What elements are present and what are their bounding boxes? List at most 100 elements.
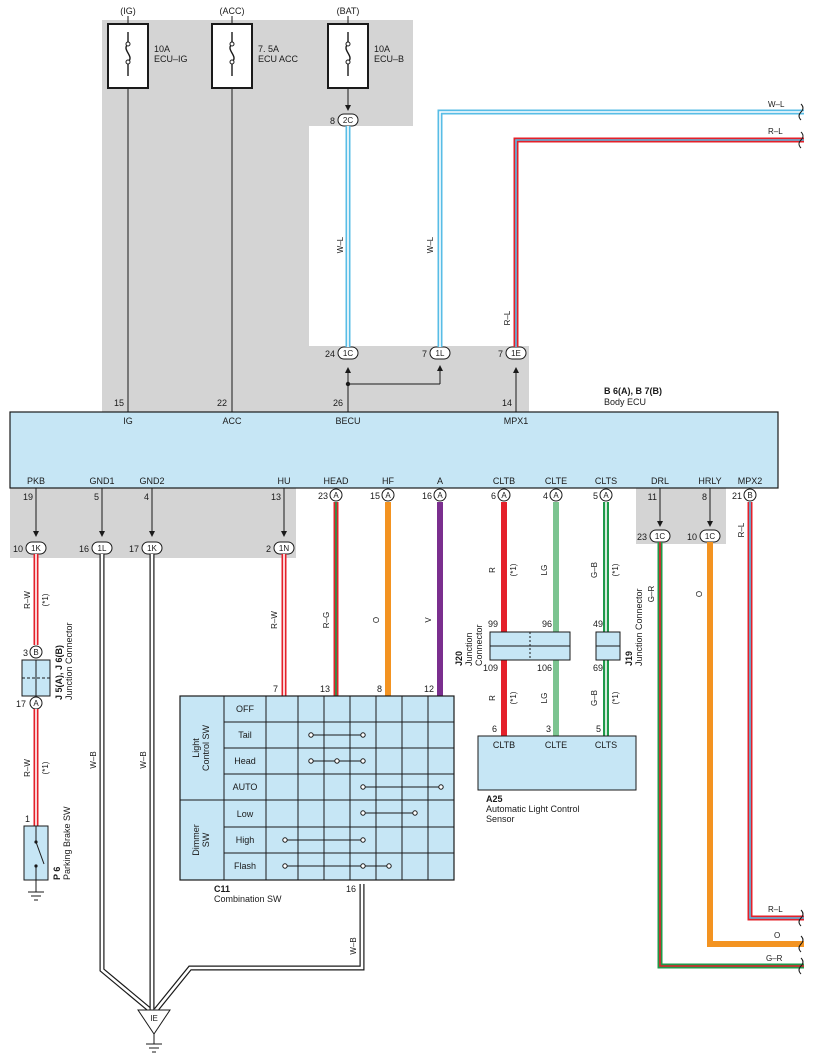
- junction-pin-1k-b: 17 1K: [129, 541, 163, 555]
- svg-text:O: O: [372, 617, 381, 623]
- ecu-pin-label: CLTS: [595, 476, 617, 486]
- wire-o-hf: O: [372, 502, 391, 696]
- ecu-pin-connector-letter: A: [437, 491, 443, 500]
- ecu-pin-connector: [433, 488, 447, 502]
- svg-text:W–B: W–B: [349, 937, 358, 954]
- ecu-pin-number: 21: [732, 491, 742, 501]
- wire-r-l-1e: R–L R–L: [503, 127, 804, 347]
- ecu-pin-connector-letter: B: [747, 491, 752, 500]
- svg-text:CLTS: CLTS: [595, 740, 617, 750]
- ecu-pin-number: 16: [422, 491, 432, 501]
- svg-text:69: 69: [593, 663, 603, 673]
- svg-text:R–L: R–L: [737, 522, 746, 537]
- svg-text:7: 7: [422, 349, 427, 359]
- svg-text:J20: J20: [454, 651, 464, 666]
- svg-text:1C: 1C: [343, 349, 353, 358]
- svg-text:10: 10: [687, 532, 697, 542]
- fuse-rating: 10A: [374, 44, 390, 54]
- j20-junction-connector: 99 96 109 106 J20 Junction Connector: [454, 619, 571, 673]
- svg-text:Connector: Connector: [474, 624, 484, 666]
- svg-text:J 5(A), J 6(B): J 5(A), J 6(B): [54, 645, 64, 700]
- ecu-pin-label: GND2: [139, 476, 164, 486]
- j19-junction-connector: 49 69 J19 Junction Connector: [593, 588, 644, 673]
- svg-text:Dimmer: Dimmer: [191, 824, 201, 856]
- svg-text:26: 26: [333, 398, 343, 408]
- fuse-name: ECU–IG: [154, 54, 188, 64]
- svg-text:1N: 1N: [279, 544, 289, 553]
- svg-text:3: 3: [546, 724, 551, 734]
- ecu-pin-label: DRL: [651, 476, 669, 486]
- svg-text:Junction Connector: Junction Connector: [634, 588, 644, 666]
- svg-text:15: 15: [114, 398, 124, 408]
- wire-r-cltb: R (*1) R (*1): [488, 502, 518, 736]
- svg-text:G–R: G–R: [766, 954, 783, 963]
- body-ecu-name: Body ECU: [604, 397, 646, 407]
- ecu-pin-label: CLTE: [545, 476, 567, 486]
- svg-text:13: 13: [320, 684, 330, 694]
- ecu-pin-number: 8: [702, 492, 707, 502]
- ecu-pin-label: HU: [278, 476, 291, 486]
- svg-text:8: 8: [377, 684, 382, 694]
- fuse-supply-label: (ACC): [220, 6, 245, 16]
- fuse-name: ECU ACC: [258, 54, 299, 64]
- svg-text:CLTE: CLTE: [545, 740, 567, 750]
- body-ecu-bottom-pins: PKB19GND15GND24HU13HEADA23HFA15AA16CLTBA…: [23, 476, 762, 502]
- svg-text:49: 49: [593, 619, 603, 629]
- svg-text:1: 1: [25, 814, 30, 824]
- svg-text:C11: C11: [214, 884, 230, 894]
- svg-text:B: B: [33, 648, 38, 657]
- junction-pin-1l-top: 7 1L: [422, 346, 451, 360]
- fuse-ecu-b: (BAT) 10A ECU–B: [327, 6, 404, 89]
- svg-text:V: V: [424, 617, 433, 623]
- svg-text:LG: LG: [540, 565, 549, 576]
- ecu-pin-connector: [381, 488, 395, 502]
- wire-o-hrly: O O: [695, 542, 804, 953]
- svg-text:(*1): (*1): [509, 563, 518, 576]
- junction-pin-1e: 7 1E: [498, 346, 527, 360]
- wire-g-b-clts: G–B (*1) G–B (*1): [590, 502, 620, 736]
- wire-r-w-pkb: R–W (*1): [23, 554, 50, 645]
- svg-text:Flash: Flash: [234, 861, 256, 871]
- svg-text:IG: IG: [123, 416, 133, 426]
- svg-text:14: 14: [502, 398, 512, 408]
- ecu-pin-connector: [329, 488, 343, 502]
- body-ecu-code: B 6(A), B 7(B): [604, 386, 662, 396]
- svg-text:1E: 1E: [511, 349, 521, 358]
- j5-junction-connector: 3 B A 17 J 5(A), J 6(B) Junction Connect…: [16, 622, 74, 710]
- svg-text:1K: 1K: [31, 544, 41, 553]
- svg-text:Junction Connector: Junction Connector: [64, 622, 74, 700]
- svg-text:16: 16: [79, 544, 89, 554]
- wire-r-g-head: R–G: [322, 502, 339, 696]
- svg-text:8: 8: [330, 116, 335, 126]
- svg-text:(*1): (*1): [509, 691, 518, 704]
- svg-text:17: 17: [16, 699, 26, 709]
- svg-text:W–B: W–B: [89, 751, 98, 768]
- svg-text:OFF: OFF: [236, 704, 254, 714]
- svg-text:109: 109: [483, 663, 498, 673]
- svg-text:G–R: G–R: [647, 586, 656, 603]
- svg-text:BECU: BECU: [335, 416, 360, 426]
- svg-text:16: 16: [346, 884, 356, 894]
- svg-text:W–L: W–L: [336, 236, 345, 253]
- svg-text:2: 2: [266, 544, 271, 554]
- ecu-pin-number: 4: [543, 491, 548, 501]
- svg-text:W–L: W–L: [426, 236, 435, 253]
- svg-text:LG: LG: [540, 693, 549, 704]
- wire-lg-clte: LG LG: [540, 502, 559, 736]
- ecu-pin-number: 4: [144, 492, 149, 502]
- ecu-pin-number: 6: [491, 491, 496, 501]
- svg-text:Control SW: Control SW: [201, 724, 211, 771]
- ecu-pin-connector-letter: A: [385, 491, 391, 500]
- ecu-pin-label: MPX2: [738, 476, 763, 486]
- ecu-pin-connector: [743, 488, 757, 502]
- svg-text:A25: A25: [486, 794, 503, 804]
- c11-combination-switch: Light Control SW Dimmer SW OFF Tail Head…: [179, 684, 455, 904]
- svg-text:99: 99: [488, 619, 498, 629]
- svg-text:Junction: Junction: [464, 632, 474, 666]
- svg-text:G–B: G–B: [590, 690, 599, 706]
- ecu-pin-number: 5: [593, 491, 598, 501]
- bottom-left-thin: [33, 488, 713, 537]
- svg-text:O: O: [774, 931, 780, 940]
- svg-text:Low: Low: [237, 809, 254, 819]
- junction-pin-1c-top: 24 1C: [325, 346, 359, 360]
